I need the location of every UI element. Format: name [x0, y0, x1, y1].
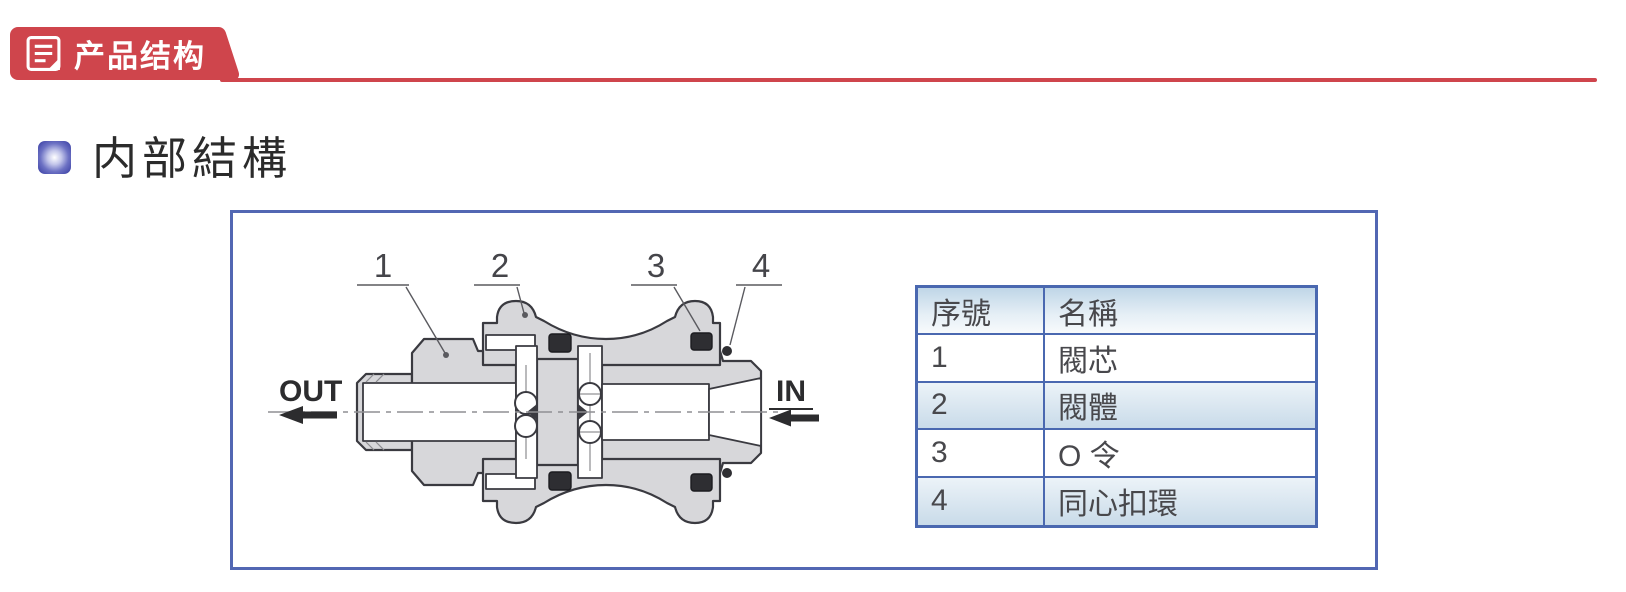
- table-row-no: 4: [918, 477, 1045, 525]
- retaining-ring-dots: [722, 346, 732, 478]
- callout-4-label: 4: [752, 247, 770, 284]
- section-banner: 产品结构: [10, 27, 215, 80]
- document-icon: [26, 36, 61, 71]
- section-title: 内部結構: [92, 133, 293, 184]
- leader-dots: [443, 312, 528, 358]
- in-port-label: IN: [769, 375, 819, 427]
- callout-1-label: 1: [374, 247, 392, 284]
- out-text: OUT: [279, 375, 342, 408]
- banner-title: 产品结构: [74, 39, 206, 74]
- table-row-no: 3: [918, 430, 1045, 478]
- ball-ticks: [580, 393, 600, 433]
- parts-table-header-no: 序號: [918, 288, 1045, 336]
- table-row-name: O 令: [1045, 430, 1315, 478]
- parts-table: 序號 名稱 1 閥芯 2 閥體 3 O 令 4 同心扣環: [915, 285, 1318, 528]
- table-row-no: 2: [918, 382, 1045, 431]
- in-text: IN: [776, 375, 806, 408]
- callout-2-label: 2: [491, 247, 509, 284]
- callout-labels: 1 2 3 4: [374, 247, 770, 284]
- table-row-name: 閥體: [1045, 382, 1315, 431]
- valve-cross-section-diagram: 1 2 3 4 OUT: [268, 247, 819, 525]
- o-ring-seals: [548, 332, 713, 492]
- structure-diagram-box: 1 2 3 4 OUT: [230, 210, 1378, 570]
- table-row-no: 1: [918, 335, 1045, 383]
- section-bullet-icon: [38, 141, 71, 174]
- banner-underline: [220, 78, 1597, 82]
- parts-table-header-name: 名稱: [1045, 288, 1315, 336]
- callout-3-label: 3: [647, 247, 665, 284]
- callout-leader-lines: [357, 284, 782, 354]
- in-arrow-icon: [769, 409, 791, 427]
- subsection-heading: 内部結構: [38, 122, 292, 187]
- out-arrow-icon: [279, 406, 303, 424]
- table-row-name: 閥芯: [1045, 335, 1315, 383]
- table-row-name: 同心扣環: [1045, 477, 1315, 525]
- out-port-label: OUT: [279, 375, 342, 424]
